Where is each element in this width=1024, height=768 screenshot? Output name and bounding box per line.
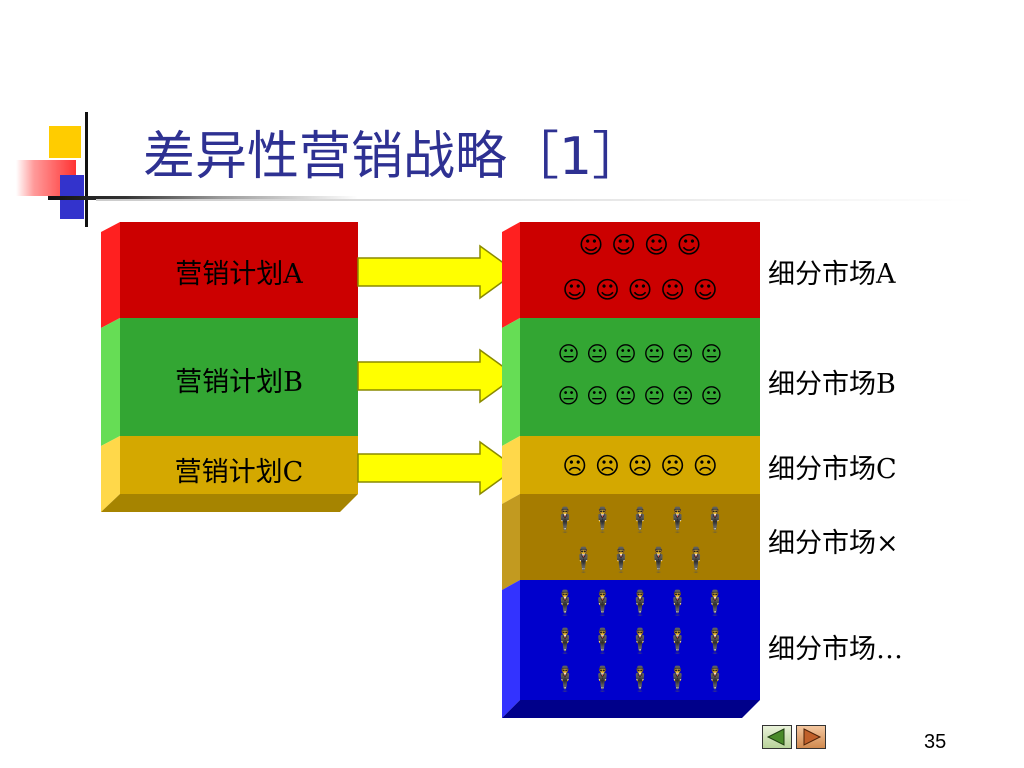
smiley-icon-row: ☺ ☺ ☺ ☺ ☺: [562, 276, 718, 304]
segment-label-b: 细分市场B: [768, 369, 896, 400]
title-underline: [96, 199, 976, 201]
plan-a-side: [101, 222, 120, 328]
arrows: [357, 244, 518, 496]
sad-face-icon-row: ☹ ☹ ☹ ☹ ☹: [562, 452, 718, 480]
segment-b-side: [502, 318, 520, 446]
smiley-icon-row: ☺ ☺ ☺ ☺: [578, 231, 702, 259]
segment-x-front: [520, 494, 760, 580]
plan-c-front: [120, 436, 358, 494]
title-deco-yellow-square: [49, 126, 81, 158]
arrow-a: [357, 244, 518, 300]
segment-c-side: [502, 436, 520, 504]
title-deco-vertical-line: [85, 112, 88, 227]
triangle-left-icon: [766, 728, 785, 746]
neutral-face-icon-row: 😐 😐 😐 😐 😐 😐: [557, 384, 723, 408]
segment-label-c: 细分市场C: [768, 454, 897, 485]
segment-label-a: 细分市场A: [768, 259, 896, 290]
segment-label-x: 细分市场×: [768, 528, 899, 559]
person-icon-row: 🕴 🕴 🕴 🕴: [568, 546, 712, 574]
plan-b-front: [120, 318, 358, 436]
plan-a-front: [120, 222, 358, 318]
segment-x-side: [502, 494, 520, 590]
segment-stack: [502, 222, 760, 718]
plan-label-b: 营销计划B: [175, 367, 303, 398]
segment-label-more: 细分市场…: [768, 634, 903, 665]
title-deco-horizontal-line: [48, 196, 358, 200]
prev-slide-button[interactable]: [762, 725, 792, 749]
arrow-b: [357, 348, 518, 404]
segment-b-front: [520, 318, 760, 436]
person-icon-row: 🕴 🕴 🕴 🕴 🕴: [550, 665, 730, 693]
neutral-face-icon-row: 😐 😐 😐 😐 😐 😐: [557, 342, 723, 366]
plan-label-c: 营销计划C: [174, 457, 304, 488]
segment-a-front: [520, 222, 760, 318]
next-slide-button[interactable]: [796, 725, 826, 749]
page-title: 差异性营销战略［1］: [143, 127, 645, 187]
person-icon-row: 🕴 🕴 🕴 🕴 🕴: [550, 627, 730, 655]
arrow-c: [357, 440, 518, 496]
plan-c-side: [101, 436, 120, 512]
plan-label-a: 营销计划A: [175, 259, 303, 290]
segment-a-side: [502, 222, 520, 328]
person-icon-row: 🕴 🕴 🕴 🕴 🕴: [550, 506, 730, 534]
triangle-right-icon: [803, 728, 822, 746]
segment-more-front: [520, 580, 760, 700]
plan-b-side: [101, 318, 120, 446]
segment-c-front: [520, 436, 760, 494]
plan-c-bottom: [101, 494, 358, 512]
segment-more-side: [502, 580, 520, 718]
segment-more-bottom: [502, 700, 760, 718]
person-icon-row: 🕴 🕴 🕴 🕴 🕴: [550, 589, 730, 617]
plan-stack: [101, 222, 358, 512]
page-number: 35: [924, 731, 947, 753]
